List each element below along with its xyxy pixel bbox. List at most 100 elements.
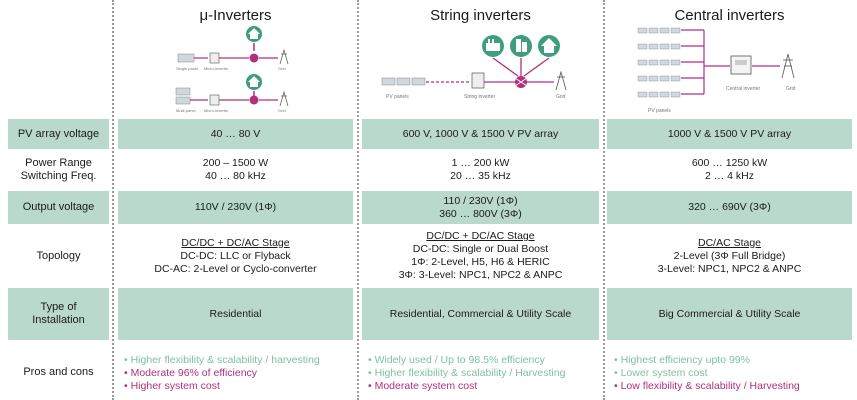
grid-tower-icon bbox=[279, 48, 289, 65]
con-text: Low flexibility & scalability / Harvesti… bbox=[620, 380, 800, 392]
cell-central-output: 320 … 690V (3Φ) bbox=[688, 201, 771, 213]
row-band bbox=[118, 288, 353, 340]
cell-string-installation: Residential, Commercial & Utility Scale bbox=[389, 307, 572, 320]
row-band bbox=[607, 119, 852, 149]
diagram-label: Central inverter bbox=[726, 86, 761, 92]
cell-line: 2-Level (3Φ Full Bridge) bbox=[673, 249, 786, 262]
house-icon bbox=[246, 74, 262, 90]
pros-cons-central: • Highest efficiency upto 99% • Lower sy… bbox=[614, 354, 800, 393]
junction-icon bbox=[249, 95, 259, 105]
cell-micro-pv: 40 … 80 V bbox=[210, 127, 261, 140]
pro-item: • Lower system cost bbox=[614, 367, 708, 379]
micro-inverter-diagram: Single panel Micro-inverter Grid Multi-p… bbox=[175, 26, 289, 113]
grid-tower-icon bbox=[781, 53, 795, 79]
diagram-label: Single panel bbox=[176, 66, 198, 71]
row-label-line: Switching Freq. bbox=[20, 170, 97, 182]
micro-inverter-icon bbox=[209, 94, 220, 106]
pv-array-icon bbox=[637, 27, 681, 98]
cell-line: 1Φ: 2-Level, H5, H6 & HERIC bbox=[411, 256, 550, 268]
house-icon bbox=[246, 26, 262, 42]
diagram-label: PV panels bbox=[386, 94, 409, 100]
cell-line: 2 … 4 kHz bbox=[704, 170, 754, 182]
string-inverter-icon bbox=[471, 72, 485, 89]
cell-central-pv: 1000 V & 1500 V PV array bbox=[667, 127, 792, 140]
pv-panel-icon bbox=[175, 87, 191, 96]
row-band bbox=[607, 191, 852, 224]
pro-text: Lower system cost bbox=[620, 367, 708, 379]
cell-line: 1 … 200 kW bbox=[451, 157, 510, 169]
central-inverter-diagram: PV panels Central inverter Grid bbox=[637, 27, 796, 114]
diagram-label: Multi-panel bbox=[176, 108, 196, 113]
column-divider bbox=[357, 0, 359, 400]
cell-line: DC-DC: Single or Dual Boost bbox=[412, 243, 549, 255]
micro-inverter-icon bbox=[209, 52, 220, 64]
pro-text: Highest efficiency upto 99% bbox=[620, 354, 750, 366]
cell-central-topology: DC/AC Stage 2-Level (3Φ Full Bridge) 3-L… bbox=[607, 228, 852, 284]
row-band bbox=[362, 191, 599, 224]
house-icon bbox=[538, 35, 560, 57]
row-band bbox=[118, 119, 353, 149]
row-band bbox=[118, 191, 353, 224]
row-label-pv-voltage: PV array voltage bbox=[17, 127, 100, 140]
cell-line: 600 … 1250 kW bbox=[691, 157, 768, 169]
pros-cons-micro: • Higher flexibility & scalability / har… bbox=[124, 354, 320, 393]
pv-panel-icon bbox=[411, 77, 426, 86]
row-band bbox=[607, 288, 852, 340]
cell-line: DC-AC: 2-Level or Cyclo-converter bbox=[154, 262, 317, 275]
string-inverter-diagram: PV panels String inverter Grid bbox=[381, 35, 567, 100]
diagram-label: Grid bbox=[786, 86, 796, 92]
con-item: • Low flexibility & scalability / Harves… bbox=[614, 380, 800, 392]
cell-string-output: 110 / 230V (1Φ) 360 … 800V (3Φ) bbox=[362, 191, 599, 224]
cell-micro-power: 200 – 1500 W 40 … 80 kHz bbox=[118, 153, 353, 187]
cell-line: 110 / 230V (1Φ) bbox=[443, 194, 518, 207]
column-title-micro: μ-Inverters bbox=[199, 7, 272, 24]
con-text: Moderate 96% of efficiency bbox=[130, 367, 258, 379]
pro-text: Widely used / Up to 98.5% efficiency bbox=[374, 354, 545, 366]
diagram-label: PV panels bbox=[648, 108, 671, 114]
row-label-topology: Topology bbox=[36, 249, 81, 262]
con-item: • Moderate system cost bbox=[368, 380, 478, 392]
cell-line: 20 … 35 kHz bbox=[450, 170, 511, 182]
row-label-installation: Type of Installation bbox=[8, 288, 109, 340]
cell-line: 3Φ: 3-Level: NPC1, NPC2 & ANPC bbox=[398, 269, 563, 281]
row-label-pros-cons: Pros and cons bbox=[23, 365, 94, 378]
topology-heading: DC/DC + DC/AC Stage bbox=[426, 230, 535, 242]
pv-panel-icon bbox=[177, 53, 195, 63]
diagram-label: Micro-inverter bbox=[204, 108, 229, 113]
pv-panel-icon bbox=[396, 77, 411, 86]
row-band bbox=[362, 119, 599, 149]
column-title-string: String inverters bbox=[430, 7, 531, 24]
diagram-label: Micro-inverter bbox=[204, 66, 229, 71]
topology-heading: DC/DC + DC/AC Stage bbox=[181, 236, 290, 249]
pro-text: Higher flexibility & scalability / harve… bbox=[130, 354, 320, 366]
cell-string-pv: 600 V, 1000 V & 1500 V PV array bbox=[402, 127, 559, 140]
grid-tower-icon bbox=[279, 90, 289, 107]
con-item: • Higher system cost bbox=[124, 380, 220, 392]
cell-line: 200 – 1500 W bbox=[202, 157, 269, 169]
topology-heading: DC/AC Stage bbox=[697, 236, 762, 249]
factory-icon bbox=[482, 35, 504, 57]
diagram-label: String inverter bbox=[464, 94, 495, 100]
diagram-label: Grid bbox=[278, 108, 286, 113]
cell-string-power: 1 … 200 kW 20 … 35 kHz bbox=[362, 153, 599, 187]
con-text: Higher system cost bbox=[130, 380, 220, 392]
con-text: Moderate system cost bbox=[374, 380, 478, 392]
row-label-band bbox=[8, 119, 109, 149]
building-icon bbox=[510, 35, 532, 57]
column-divider bbox=[112, 0, 114, 400]
pro-item: • Higher flexibility & scalability / har… bbox=[124, 354, 320, 366]
pro-item: • Higher flexibility & scalability / Har… bbox=[368, 367, 566, 379]
row-label-line: Type of bbox=[40, 301, 77, 313]
row-label-output: Output voltage bbox=[22, 201, 95, 213]
cell-line: 3-Level: NPC1, NPC2 & ANPC bbox=[657, 262, 802, 275]
row-label-line: Installation bbox=[32, 314, 85, 326]
pro-item: • Widely used / Up to 98.5% efficiency bbox=[368, 354, 545, 366]
row-label-line: Power Range bbox=[25, 157, 92, 169]
cell-central-installation: Big Commercial & Utility Scale bbox=[658, 307, 801, 320]
pv-panel-icon bbox=[175, 96, 191, 105]
row-label-band bbox=[8, 288, 109, 340]
con-item: • Moderate 96% of efficiency bbox=[124, 367, 258, 379]
pro-item: • Highest efficiency upto 99% bbox=[614, 354, 750, 366]
cell-micro-topology: DC/DC + DC/AC Stage DC-DC: LLC or Flybac… bbox=[118, 228, 353, 284]
cell-string-topology: DC/DC + DC/AC Stage DC-DC: Single or Dua… bbox=[362, 228, 599, 284]
